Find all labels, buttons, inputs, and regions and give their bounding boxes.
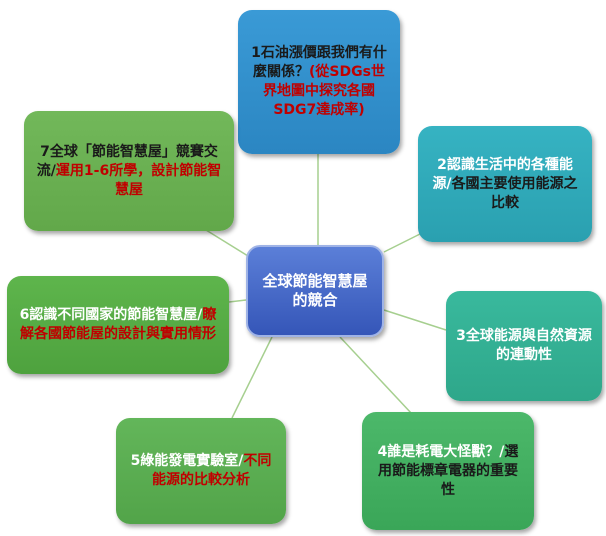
- connector-n4: [339, 336, 413, 415]
- node-4-main-text: 4誰是耗電大怪獸？/: [377, 443, 505, 460]
- center-node: 全球節能智慧屋的競合: [246, 245, 384, 337]
- node-7-accent-text: 運用1-6所學，設計節能智慧屋: [55, 162, 222, 198]
- node-6-main-text: 6認識不同國家的節能智慧屋/: [19, 307, 203, 323]
- connector-n7: [205, 229, 249, 257]
- node-5-accent-text: 不同能源的比較分析: [152, 453, 272, 488]
- center-label: 全球節能智慧屋的競合: [262, 272, 368, 309]
- node-6-accent-text: 瞭解各國節能屋的設計與實用情形: [20, 307, 217, 342]
- node-1-oil-price: 1石油漲價跟我們有什麼關係？(從SDGs世界地圖中探究各國SDG7達成率): [238, 10, 400, 154]
- node-3-main-text: 3全球能源與自然資源的連動性: [456, 328, 592, 363]
- connector-n2: [383, 233, 421, 253]
- connector-n3: [383, 309, 447, 331]
- connector-n6: [228, 299, 247, 303]
- node-1-accent-text: (從SDGs世界地圖中探究各國SDG7達成率): [263, 64, 385, 118]
- node-4-accent-text: 選用節能標章電器的重要性: [378, 443, 519, 498]
- node-1-main-text: 1石油漲價跟我們有什麼關係？: [251, 45, 387, 80]
- node-3-resources: 3全球能源與自然資源的連動性: [446, 291, 602, 401]
- connector-n5: [231, 336, 273, 419]
- node-2-accent-text: 各國主要使用能源之比較: [451, 175, 578, 211]
- node-5-main-text: 5綠能發電實驗室/: [130, 453, 244, 469]
- node-2-energy-sources: 2認識生活中的各種能源/各國主要使用能源之比較: [418, 126, 592, 242]
- node-2-main-text: 2認識生活中的各種能源/: [432, 156, 573, 192]
- node-7-main-text: 7全球「節能智慧屋」競賽交流/: [36, 143, 218, 179]
- node-4-power-monster: 4誰是耗電大怪獸？/選用節能標章電器的重要性: [362, 412, 534, 530]
- node-6-smart-houses: 6認識不同國家的節能智慧屋/瞭解各國節能屋的設計與實用情形: [7, 276, 229, 374]
- node-5-green-energy-lab: 5綠能發電實驗室/不同能源的比較分析: [116, 418, 286, 524]
- node-7-competition: 7全球「節能智慧屋」競賽交流/運用1-6所學，設計節能智慧屋: [24, 111, 234, 231]
